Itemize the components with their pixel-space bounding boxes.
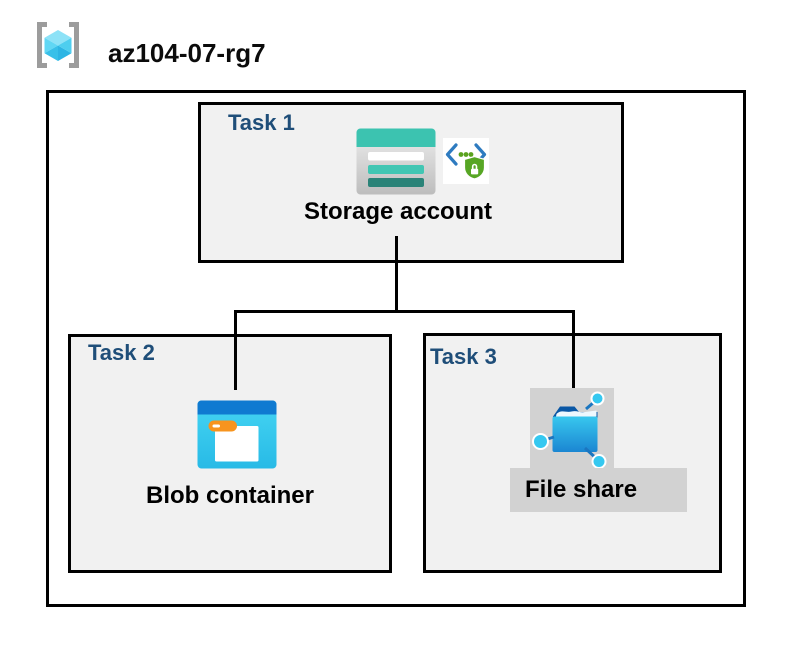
task1-label: Task 1 — [228, 110, 295, 135]
task3-label: Task 3 — [430, 344, 497, 369]
file-share-icon — [532, 391, 607, 469]
task2-label: Task 2 — [88, 340, 155, 365]
file-share-label-highlight: File share — [510, 468, 687, 512]
task1-box: Task 1 Storage account — [198, 102, 624, 263]
storage-account-label: Storage account — [303, 198, 493, 225]
connector-to-file-share — [572, 310, 575, 388]
connector-storage-stem — [395, 236, 398, 312]
resource-group-icon — [37, 22, 79, 68]
connector-to-blob-container — [234, 310, 237, 390]
storage-account-icon — [356, 128, 436, 195]
task2-box: Task 2 Blob container — [68, 334, 392, 573]
sas-lock-icon — [443, 138, 489, 184]
connector-branch-horizontal — [234, 310, 575, 313]
file-share-icon-highlight — [530, 388, 614, 469]
blob-container-icon — [197, 400, 277, 469]
file-share-label: File share — [525, 476, 638, 503]
blob-container-label: Blob container — [145, 482, 314, 509]
resource-group-title: az104-07-rg7 — [108, 38, 266, 68]
